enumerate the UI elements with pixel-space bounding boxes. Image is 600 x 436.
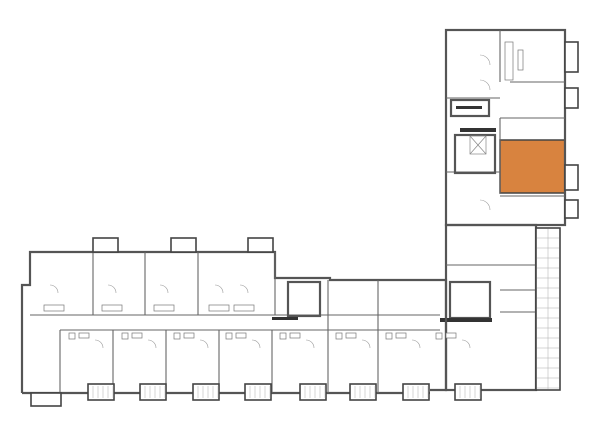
balconies-east	[564, 41, 579, 219]
balconies-north-side	[92, 237, 274, 253]
balcony	[139, 383, 167, 401]
balcony	[87, 383, 115, 401]
balcony	[299, 383, 327, 401]
balcony	[454, 383, 482, 401]
balcony	[30, 392, 62, 407]
highlighted-apartment-unit[interactable]	[499, 139, 566, 194]
balcony	[402, 383, 430, 401]
balconies-south-side	[30, 383, 482, 407]
balcony	[244, 383, 272, 401]
north-wing	[444, 28, 567, 227]
south-wing	[20, 250, 471, 395]
stair-core-north	[453, 133, 497, 175]
stair-core-central	[286, 280, 322, 318]
balcony	[192, 383, 220, 401]
stair-core-east	[448, 280, 492, 320]
east-wing	[440, 223, 561, 392]
balcony	[349, 383, 377, 401]
